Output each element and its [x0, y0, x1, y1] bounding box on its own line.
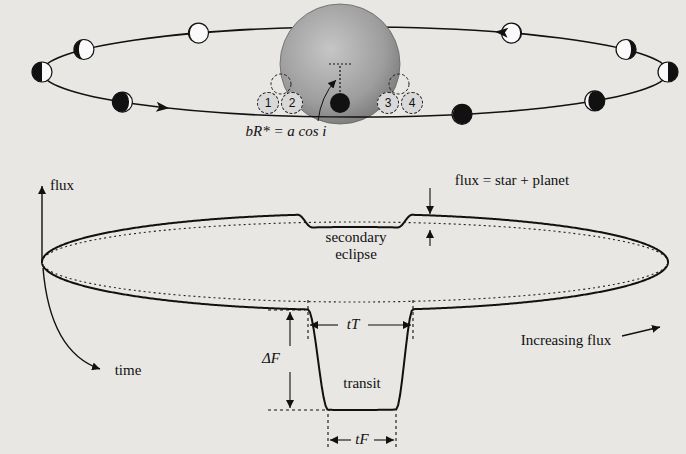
planet-position-dashed: [271, 74, 291, 94]
impact-parameter-label: bR* = a cos i: [246, 123, 327, 140]
planet-disk: [616, 40, 636, 60]
contact-point: 4: [401, 92, 423, 114]
planet-phase: [452, 104, 472, 124]
planet-disk: [585, 91, 605, 111]
duration-tick: [395, 414, 396, 448]
phase-curve-dotted: [42, 222, 668, 302]
planet-phase: [189, 23, 209, 43]
callout-number: 3: [385, 97, 392, 109]
impact-line: [339, 64, 340, 92]
callout-number: 2: [289, 97, 296, 109]
flat-duration-arrow: [374, 439, 394, 440]
planet-shadow: [626, 40, 636, 60]
star-center-tick: [329, 63, 351, 64]
planet-disk: [189, 23, 209, 43]
planet-disk: [74, 40, 94, 60]
axis-label: flux: [50, 177, 74, 194]
planet-position-dashed: [389, 74, 409, 94]
planet-phase: [616, 40, 636, 60]
transiting-planet: [330, 93, 350, 113]
eclipse-label: secondary eclipse: [316, 229, 396, 264]
contact-point: 1: [257, 92, 279, 114]
flux-level-arrow: [429, 188, 430, 214]
duration-tick: [307, 300, 308, 342]
duration-tick: [327, 414, 328, 448]
duration-label: tT: [345, 316, 362, 333]
total-duration-arrow: [368, 324, 411, 325]
axis-label: time: [115, 362, 142, 379]
planet-shadow: [588, 91, 604, 111]
planet-disk: [112, 92, 132, 112]
time-axis: [43, 268, 100, 369]
planet-phase: [32, 62, 52, 82]
star: [280, 4, 400, 124]
depth-guide: [268, 309, 305, 310]
increasing-flux-label: Increasing flux: [521, 332, 611, 349]
planet-shadow: [512, 23, 522, 43]
duration-label: tF: [353, 431, 370, 448]
flux-label: flux = star + planet: [455, 172, 569, 189]
planet-disk: [32, 62, 52, 82]
planet-shadow: [668, 62, 678, 82]
planet-shadow: [453, 104, 472, 124]
total-duration-arrow: [310, 324, 338, 325]
orbit-front: [42, 72, 668, 117]
increasing-flux-arrow: [622, 327, 660, 336]
planet-phase: [658, 62, 678, 82]
callout-number: 4: [409, 97, 416, 109]
flat-duration-arrow: [330, 439, 351, 440]
planet-phase: [585, 91, 605, 111]
light-curve-bottom: [42, 262, 668, 410]
contact-point: 3: [377, 92, 399, 114]
orbit-direction-arrow: [156, 102, 170, 113]
planet-disk: [658, 62, 678, 82]
planet-phase: [112, 92, 132, 112]
planet-shadow: [74, 40, 84, 60]
eclipse-depth-arrow: [429, 230, 430, 246]
planet-shadow: [189, 23, 199, 43]
flux-axis: [41, 186, 42, 262]
planet-phase: [74, 40, 94, 60]
planet-disk: [452, 104, 472, 124]
depth-arrow: [289, 372, 290, 408]
orbit-direction-arrow: [495, 27, 509, 38]
duration-tick: [412, 300, 413, 342]
transit-label: transit: [343, 375, 381, 392]
contact-point: 2: [281, 92, 303, 114]
impact-leader: [318, 80, 336, 121]
callout-number: 1: [265, 97, 272, 109]
depth-guide: [268, 409, 330, 410]
depth-arrow: [289, 312, 290, 346]
planet-shadow: [32, 62, 42, 82]
depth-label: ΔF: [260, 350, 282, 367]
planet-shadow: [112, 92, 129, 112]
